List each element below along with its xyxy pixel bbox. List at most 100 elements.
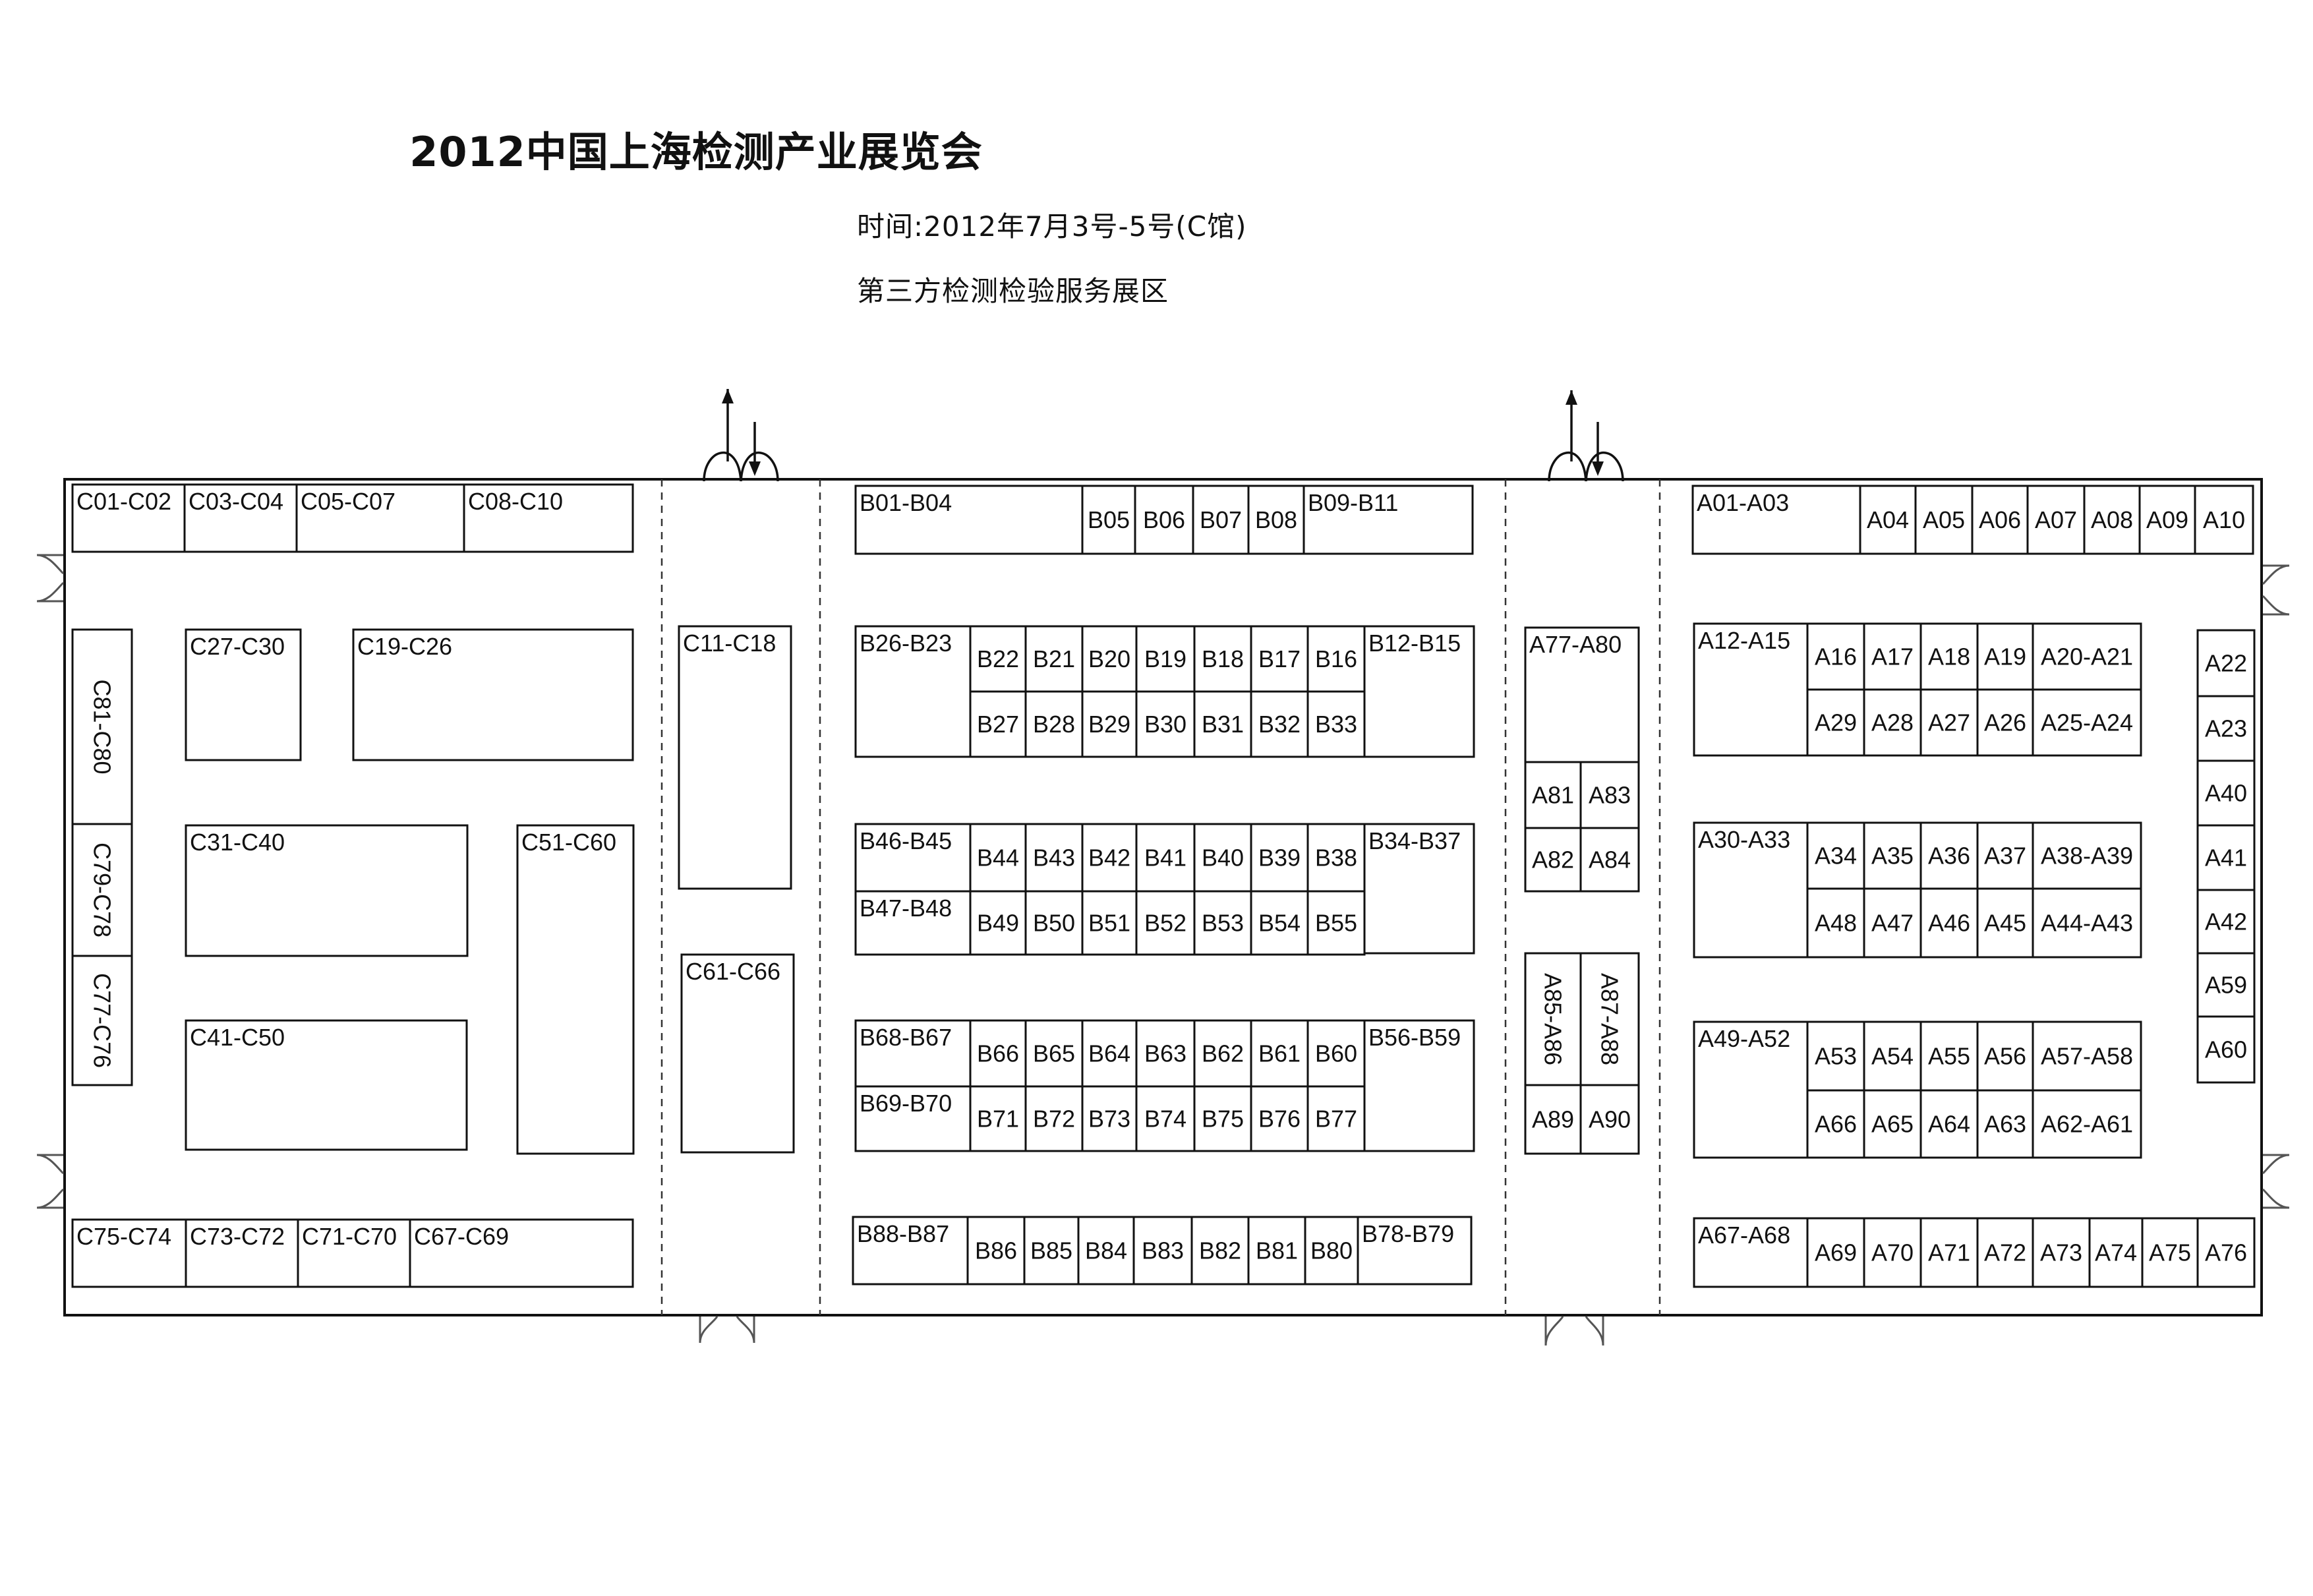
booth-c71-c70[interactable]: C71-C70	[297, 1218, 411, 1288]
booth-a45[interactable]: A45	[1976, 887, 2034, 959]
booth-c11-c18[interactable]: C11-C18	[678, 625, 792, 890]
booth-c27-c30[interactable]: C27-C30	[185, 628, 302, 761]
booth-b17[interactable]: B17	[1250, 625, 1309, 693]
booth-b77[interactable]: B77	[1306, 1085, 1366, 1152]
booth-b01-b04[interactable]: B01-B04	[854, 485, 1084, 555]
booth-c51-c60[interactable]: C51-C60	[516, 824, 635, 1155]
booth-a56[interactable]: A56	[1976, 1020, 2034, 1092]
booth-b83[interactable]: B83	[1132, 1216, 1193, 1286]
booth-a72[interactable]: A72	[1976, 1217, 2034, 1288]
booth-a26[interactable]: A26	[1976, 688, 2034, 757]
booth-a22[interactable]: A22	[2196, 629, 2256, 697]
booth-b07[interactable]: B07	[1192, 485, 1250, 555]
booth-b76[interactable]: B76	[1250, 1085, 1309, 1152]
booth-c73-c72[interactable]: C73-C72	[185, 1218, 299, 1288]
booth-a36[interactable]: A36	[1919, 821, 1979, 890]
booth-c77-c76[interactable]: C77-C76	[71, 955, 133, 1086]
booth-b43[interactable]: B43	[1024, 823, 1084, 893]
booth-a08[interactable]: A08	[2083, 485, 2141, 555]
booth-a49-a52[interactable]: A49-A52	[1693, 1020, 1809, 1159]
booth-a37[interactable]: A37	[1976, 821, 2034, 890]
booth-a64[interactable]: A64	[1919, 1089, 1979, 1159]
booth-b82[interactable]: B82	[1190, 1216, 1250, 1286]
booth-a70[interactable]: A70	[1863, 1217, 1922, 1288]
booth-a20-a21[interactable]: A20-A21	[2032, 622, 2142, 691]
booth-b29[interactable]: B29	[1081, 690, 1138, 758]
booth-b33[interactable]: B33	[1306, 690, 1366, 758]
booth-b53[interactable]: B53	[1193, 890, 1252, 956]
booth-a74[interactable]: A74	[2088, 1217, 2144, 1288]
booth-a41[interactable]: A41	[2196, 824, 2256, 891]
booth-a40[interactable]: A40	[2196, 759, 2256, 827]
booth-b20[interactable]: B20	[1081, 625, 1138, 693]
booth-b44[interactable]: B44	[969, 823, 1027, 893]
booth-a09[interactable]: A09	[2138, 485, 2196, 555]
booth-b84[interactable]: B84	[1077, 1216, 1135, 1286]
booth-a85-a86[interactable]: A85-A86	[1524, 952, 1582, 1086]
booth-a77-a80[interactable]: A77-A80	[1524, 626, 1640, 763]
booth-b12-b15[interactable]: B12-B15	[1363, 625, 1475, 758]
booth-a47[interactable]: A47	[1863, 887, 1922, 959]
booth-a71[interactable]: A71	[1919, 1217, 1979, 1288]
booth-b60[interactable]: B60	[1306, 1019, 1366, 1088]
booth-a87-a88[interactable]: A87-A88	[1579, 952, 1640, 1086]
booth-b08[interactable]: B08	[1247, 485, 1305, 555]
booth-b32[interactable]: B32	[1250, 690, 1309, 758]
booth-b42[interactable]: B42	[1081, 823, 1138, 893]
booth-c41-c50[interactable]: C41-C50	[185, 1019, 468, 1151]
booth-b39[interactable]: B39	[1250, 823, 1309, 893]
booth-a17[interactable]: A17	[1863, 622, 1922, 691]
booth-b80[interactable]: B80	[1304, 1216, 1359, 1286]
booth-a01-a03[interactable]: A01-A03	[1691, 485, 1861, 555]
booth-a34[interactable]: A34	[1806, 821, 1865, 890]
booth-b61[interactable]: B61	[1250, 1019, 1309, 1088]
booth-b75[interactable]: B75	[1193, 1085, 1252, 1152]
booth-a81[interactable]: A81	[1524, 761, 1582, 829]
booth-a18[interactable]: A18	[1919, 622, 1979, 691]
booth-b49[interactable]: B49	[969, 890, 1027, 956]
booth-a06[interactable]: A06	[1971, 485, 2029, 555]
booth-b66[interactable]: B66	[969, 1019, 1027, 1088]
booth-a29[interactable]: A29	[1806, 688, 1865, 757]
booth-c05-c07[interactable]: C05-C07	[295, 483, 465, 553]
booth-a89[interactable]: A89	[1524, 1084, 1582, 1155]
booth-a48[interactable]: A48	[1806, 887, 1865, 959]
booth-a42[interactable]: A42	[2196, 889, 2256, 955]
booth-c01-c02[interactable]: C01-C02	[71, 483, 186, 553]
booth-b71[interactable]: B71	[969, 1085, 1027, 1152]
booth-a38-a39[interactable]: A38-A39	[2032, 821, 2142, 890]
booth-a60[interactable]: A60	[2196, 1015, 2256, 1084]
booth-b54[interactable]: B54	[1250, 890, 1309, 956]
booth-b51[interactable]: B51	[1081, 890, 1138, 956]
booth-a35[interactable]: A35	[1863, 821, 1922, 890]
booth-b69-b70[interactable]: B69-B70	[854, 1085, 972, 1152]
booth-b06[interactable]: B06	[1134, 485, 1194, 555]
booth-a46[interactable]: A46	[1919, 887, 1979, 959]
booth-a16[interactable]: A16	[1806, 622, 1865, 691]
booth-a84[interactable]: A84	[1579, 827, 1640, 893]
booth-b40[interactable]: B40	[1193, 823, 1252, 893]
booth-c79-c78[interactable]: C79-C78	[71, 823, 133, 957]
booth-b81[interactable]: B81	[1247, 1216, 1306, 1286]
booth-b31[interactable]: B31	[1193, 690, 1252, 758]
booth-a04[interactable]: A04	[1859, 485, 1917, 555]
booth-a83[interactable]: A83	[1579, 761, 1640, 829]
booth-b52[interactable]: B52	[1135, 890, 1196, 956]
booth-a05[interactable]: A05	[1914, 485, 1974, 555]
booth-a63[interactable]: A63	[1976, 1089, 2034, 1159]
booth-b85[interactable]: B85	[1023, 1216, 1080, 1286]
booth-b19[interactable]: B19	[1135, 625, 1196, 693]
booth-a57-a58[interactable]: A57-A58	[2032, 1020, 2142, 1092]
booth-c03-c04[interactable]: C03-C04	[183, 483, 298, 553]
booth-b88-b87[interactable]: B88-B87	[852, 1216, 969, 1286]
booth-b16[interactable]: B16	[1306, 625, 1366, 693]
booth-a53[interactable]: A53	[1806, 1020, 1865, 1092]
booth-a27[interactable]: A27	[1919, 688, 1979, 757]
booth-b41[interactable]: B41	[1135, 823, 1196, 893]
booth-a69[interactable]: A69	[1806, 1217, 1865, 1288]
booth-a54[interactable]: A54	[1863, 1020, 1922, 1092]
booth-b28[interactable]: B28	[1024, 690, 1084, 758]
booth-a62-a61[interactable]: A62-A61	[2032, 1089, 2142, 1159]
booth-c75-c74[interactable]: C75-C74	[71, 1218, 187, 1288]
booth-b50[interactable]: B50	[1024, 890, 1084, 956]
